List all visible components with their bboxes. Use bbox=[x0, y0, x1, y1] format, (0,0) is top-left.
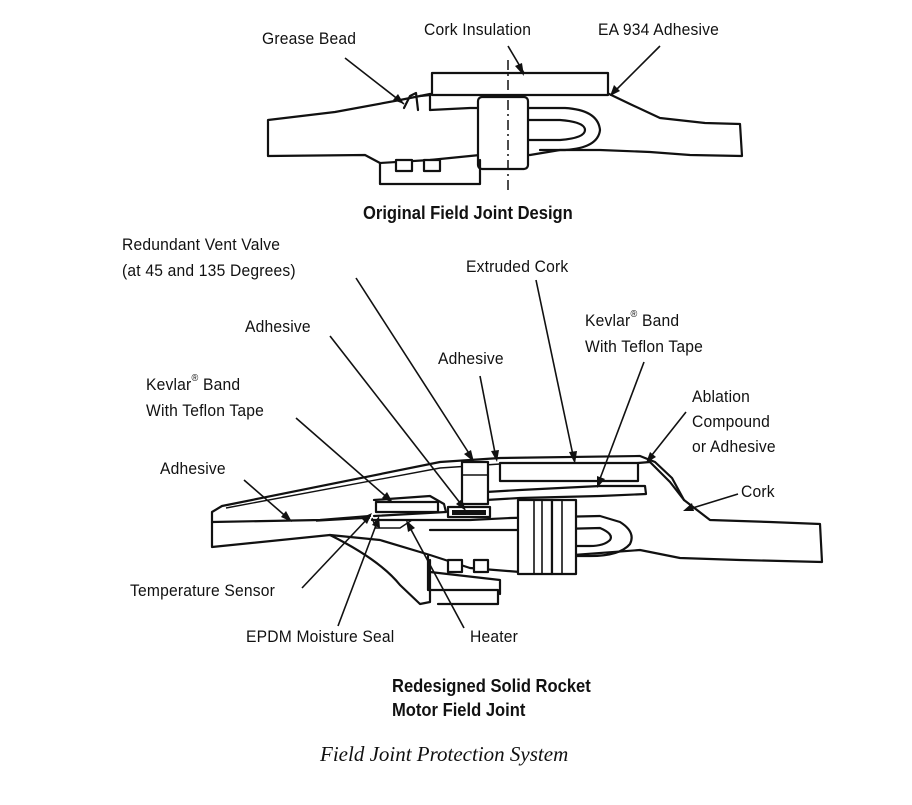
label-epdm-moisture-seal: EPDM Moisture Seal bbox=[246, 627, 395, 646]
label-ablation-line1: Ablation bbox=[692, 387, 751, 406]
extruded-cork-block bbox=[498, 461, 640, 483]
o-ring-2 bbox=[422, 158, 442, 173]
redesigned-leaders bbox=[243, 277, 739, 629]
label-kevlar-band-left: Kevlar® Band bbox=[146, 373, 241, 394]
label-ea934-adhesive: EA 934 Adhesive bbox=[598, 20, 720, 39]
title-redesigned-line1: Redesigned Solid Rocket bbox=[392, 676, 591, 696]
o-ring-3 bbox=[446, 558, 464, 574]
label-temperature-sensor: Temperature Sensor bbox=[130, 581, 276, 600]
o-ring-4 bbox=[472, 558, 490, 574]
label-adhesive-upper: Adhesive bbox=[245, 317, 311, 336]
registered-mark-left: ® bbox=[191, 373, 199, 384]
band-word-right: Band bbox=[641, 311, 680, 330]
band-word-left: Band bbox=[202, 375, 241, 394]
title-redesigned-line2: Motor Field Joint bbox=[392, 700, 526, 720]
label-cork: Cork bbox=[741, 482, 775, 501]
registered-mark-right: ® bbox=[630, 309, 638, 320]
label-grease-bead: Grease Bead bbox=[262, 29, 357, 48]
pin-2 bbox=[550, 498, 578, 576]
kevlar-left-word: Kevlar bbox=[146, 375, 192, 394]
kevlar-right-word: Kevlar bbox=[585, 311, 631, 330]
label-extruded-cork: Extruded Cork bbox=[466, 257, 569, 276]
label-teflon-tape-left: With Teflon Tape bbox=[146, 401, 265, 420]
vent-valve bbox=[460, 460, 490, 506]
redesigned-joint-drawing bbox=[210, 454, 824, 606]
label-kevlar-band-right: Kevlar® Band bbox=[585, 309, 680, 330]
kevlar-band-left bbox=[374, 500, 440, 514]
label-cork-insulation: Cork Insulation bbox=[424, 20, 532, 39]
cork-insulation-block bbox=[430, 71, 610, 97]
label-ablation-line3: or Adhesive bbox=[692, 437, 776, 456]
label-teflon-tape-right: With Teflon Tape bbox=[585, 337, 704, 356]
original-joint-drawing bbox=[266, 45, 744, 192]
label-heater: Heater bbox=[470, 627, 519, 646]
label-ablation-line2: Compound bbox=[692, 412, 770, 431]
pin-1 bbox=[516, 498, 554, 576]
o-ring-1 bbox=[394, 158, 414, 173]
label-adhesive-left: Adhesive bbox=[160, 459, 226, 478]
label-vent-valve-line1: Redundant Vent Valve bbox=[122, 235, 281, 254]
label-vent-valve-line2: (at 45 and 135 Degrees) bbox=[122, 261, 296, 280]
figure-caption: Field Joint Protection System bbox=[320, 742, 569, 766]
pin bbox=[476, 95, 530, 171]
label-adhesive-middle: Adhesive bbox=[438, 349, 504, 368]
title-original-field-joint: Original Field Joint Design bbox=[363, 203, 573, 223]
